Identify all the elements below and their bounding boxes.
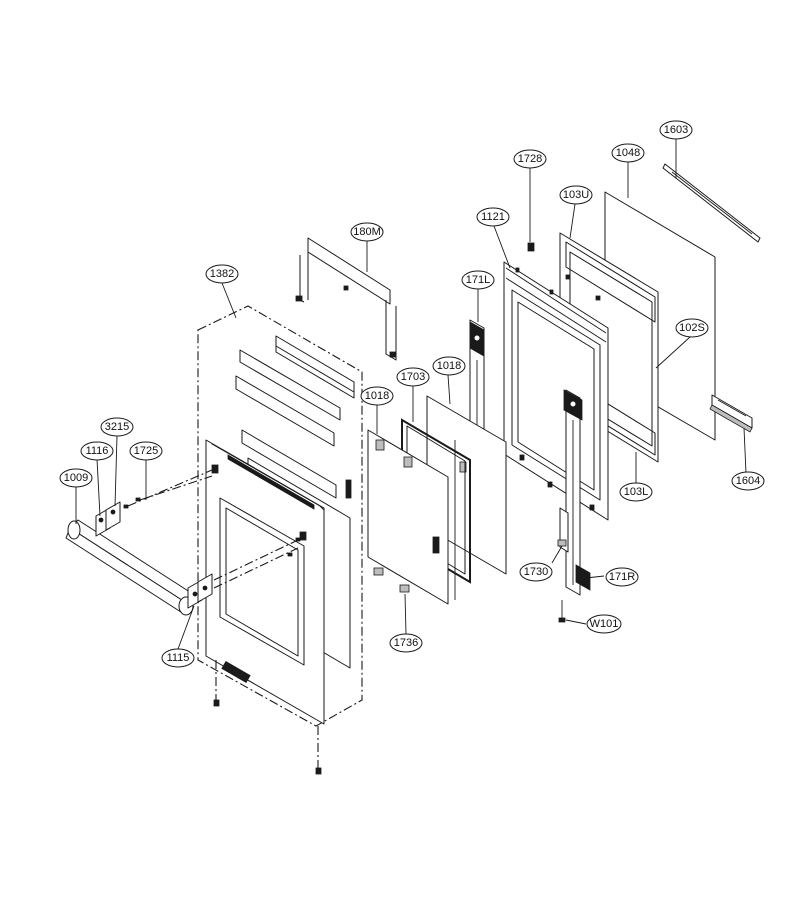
callout-1725: 1725 (129, 441, 163, 461)
callout-1121: 1121 (476, 207, 510, 227)
front-door-panel (205, 439, 325, 725)
callout-label: 1736 (394, 637, 418, 649)
vent-strips (235, 335, 355, 499)
callout-180M: 180M (350, 222, 384, 242)
callout-1048: 1048 (611, 143, 645, 163)
callout-label: 103L (624, 486, 648, 498)
door-handle-1009 (65, 519, 197, 616)
callout-103L: 103L (619, 482, 653, 502)
callout-label: 1115 (167, 652, 190, 664)
callout-1604: 1604 (731, 471, 765, 491)
top-trim-strip-1603 (662, 163, 761, 243)
callout-label: 1604 (736, 475, 760, 487)
callout-103U: 103U (559, 185, 593, 205)
callout-label: 1703 (401, 371, 425, 383)
hinge-bracket-1730 (557, 507, 569, 553)
outer-door-1382 (197, 305, 363, 727)
callout-1116: 1116 (80, 441, 114, 461)
callout-label: 1603 (664, 124, 688, 136)
callout-label: 180M (353, 226, 381, 238)
leader-lines (75, 139, 747, 650)
inner-door-frame-1121 (503, 242, 609, 521)
callout-label: 171R (609, 571, 635, 583)
callout-1728: 1728 (513, 149, 547, 169)
callout-102S: 102S (675, 318, 709, 338)
callout-1703: 1703 (396, 367, 430, 387)
handle-bracket-upper (95, 469, 213, 537)
callout-3215: 3215 (100, 417, 134, 437)
callout-label: 1121 (481, 211, 505, 223)
callout-label: 1018 (437, 360, 461, 372)
hinge-left-171L (469, 319, 485, 439)
callout-label: 171L (466, 274, 490, 286)
screw-w101 (558, 600, 566, 623)
callout-label: 1116 (86, 445, 109, 457)
callout-1603: 1603 (659, 120, 693, 140)
callout-1382: 1382 (205, 264, 239, 284)
callout-label: 1382 (210, 268, 234, 280)
callout-label: 1728 (518, 153, 542, 165)
callout-171R: 171R (605, 567, 639, 587)
top-bracket-180M (295, 237, 397, 361)
callout-label: 1048 (616, 147, 640, 159)
callout-label: 3215 (105, 421, 129, 433)
callout-label: 103U (563, 189, 589, 201)
callout-1730: 1730 (519, 562, 553, 582)
clips-1736 (373, 567, 410, 593)
handle-bracket-lower-1115 (187, 537, 301, 609)
door-feet (213, 660, 322, 775)
callout-171L: 171L (461, 270, 495, 290)
glass-panel-1018-front (367, 429, 449, 605)
callout-1018-front: 1018 (360, 386, 394, 406)
callout-W101: W101 (586, 614, 622, 634)
callout-label: 1730 (524, 566, 548, 578)
bottom-rail-1604 (709, 394, 753, 433)
callout-1018-rear: 1018 (432, 356, 466, 376)
callout-1009: 1009 (59, 468, 93, 488)
callout-1115: 1115 (161, 648, 195, 668)
callout-label: 102S (679, 322, 705, 334)
callout-label: 1725 (134, 445, 158, 457)
callout-1736: 1736 (389, 633, 423, 653)
callout-label: 1018 (365, 390, 389, 402)
callout-label: W101 (590, 618, 619, 630)
callout-label: 1009 (64, 472, 88, 484)
